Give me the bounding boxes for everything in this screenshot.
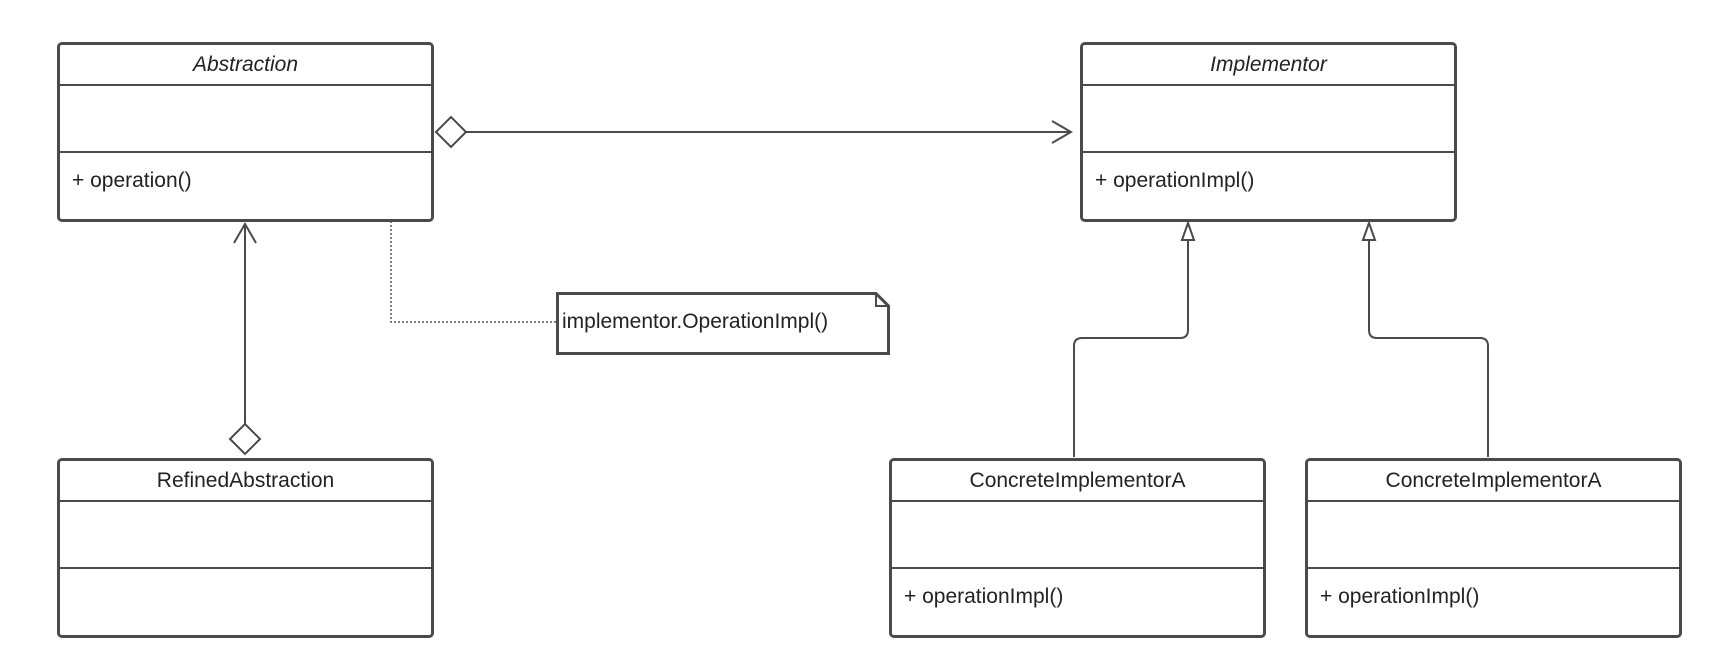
- methods-section-abstraction: + operation(): [60, 153, 431, 219]
- class-concrete-implementor-2[interactable]: ConcreteImplementorA + operationImpl(): [1305, 458, 1682, 638]
- attributes-section-implementor: [1083, 86, 1454, 153]
- aggregation-diamond-abstraction: [434, 115, 468, 149]
- open-arrowhead-implementor: [1051, 120, 1073, 144]
- class-name-abstraction: Abstraction: [60, 45, 431, 86]
- method-operation: + operation(): [72, 169, 192, 192]
- hollow-triangle-arrowhead-2: [1361, 219, 1377, 241]
- open-arrowhead-abstraction: [233, 222, 257, 244]
- note-implementor-operation-impl[interactable]: implementor.OperationImpl(): [556, 292, 890, 355]
- methods-section-concrete-implementor-1: + operationImpl(): [892, 569, 1263, 635]
- methods-section-concrete-implementor-2: + operationImpl(): [1308, 569, 1679, 635]
- method-operation-impl: + operationImpl(): [904, 585, 1064, 608]
- class-concrete-implementor-1[interactable]: ConcreteImplementorA + operationImpl(): [889, 458, 1266, 638]
- attributes-section-concrete-implementor-1: [892, 502, 1263, 569]
- class-name-refined-abstraction: RefinedAbstraction: [60, 461, 431, 502]
- generalization-connector-2: [1368, 240, 1489, 457]
- attributes-section-abstraction: [60, 86, 431, 153]
- attributes-section-concrete-implementor-2: [1308, 502, 1679, 569]
- attributes-section-refined-abstraction: [60, 502, 431, 569]
- class-name-implementor: Implementor: [1083, 45, 1454, 86]
- method-operation-impl: + operationImpl(): [1095, 169, 1255, 192]
- class-refined-abstraction[interactable]: RefinedAbstraction: [57, 458, 434, 638]
- class-name-concrete-implementor-1: ConcreteImplementorA: [892, 461, 1263, 502]
- note-text: implementor.OperationImpl(): [562, 310, 829, 333]
- generalization-connector-1: [1073, 240, 1189, 457]
- class-name-concrete-implementor-2: ConcreteImplementorA: [1308, 461, 1679, 502]
- method-operation-impl: + operationImpl(): [1320, 585, 1480, 608]
- hollow-triangle-arrowhead-1: [1180, 219, 1196, 241]
- methods-section-refined-abstraction: [60, 569, 431, 635]
- aggregation-diamond-refined-abstraction: [228, 422, 262, 456]
- class-abstraction[interactable]: Abstraction + operation(): [57, 42, 434, 222]
- note-shape: [556, 292, 890, 355]
- methods-section-implementor: + operationImpl(): [1083, 153, 1454, 219]
- class-implementor[interactable]: Implementor + operationImpl(): [1080, 42, 1457, 222]
